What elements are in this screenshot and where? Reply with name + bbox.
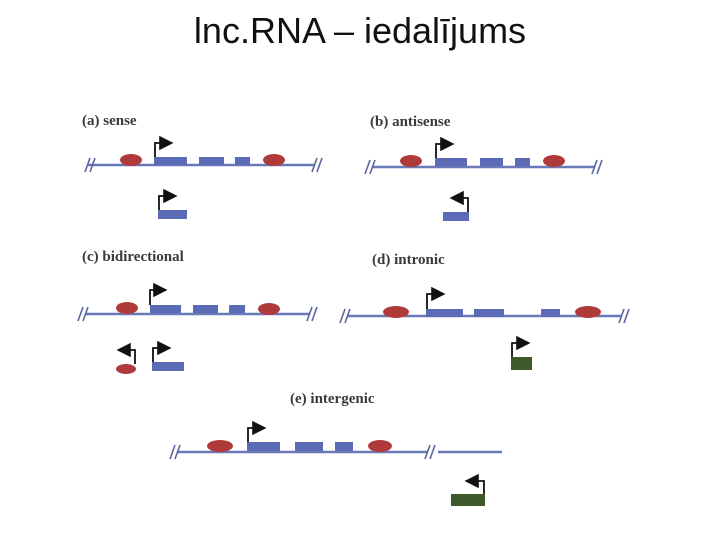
intergenic-lncrna-transcript <box>451 494 485 506</box>
break-mark <box>591 159 598 175</box>
break-mark <box>369 159 376 175</box>
regulatory-element <box>116 302 138 314</box>
tss-arrow-forward <box>426 286 446 309</box>
break-mark <box>82 306 89 322</box>
break-mark <box>84 157 91 173</box>
tss-arrow-forward <box>154 135 174 157</box>
exon <box>426 309 463 317</box>
panel-label-antisense: (b) antisense <box>370 114 451 130</box>
exon <box>474 309 504 317</box>
break-mark <box>424 444 431 460</box>
exon <box>480 158 503 166</box>
break-mark <box>311 157 318 173</box>
lncrna-arrow-forward <box>152 340 172 362</box>
tss-arrow-forward <box>149 282 168 305</box>
intronic-lncrna-transcript <box>511 357 532 370</box>
exon <box>150 305 181 313</box>
panel-label-intronic: (d) intronic <box>372 252 445 268</box>
exon <box>515 158 530 166</box>
panel-intronic: (d) intronic <box>339 252 630 370</box>
panel-bidirectional: (c) bidirectional <box>77 249 318 374</box>
break-mark <box>311 306 318 322</box>
break-mark <box>77 306 84 322</box>
lncrna-transcript <box>152 362 184 371</box>
regulatory-element <box>116 364 136 374</box>
exon <box>435 158 467 166</box>
exon <box>295 442 323 451</box>
lncrna-transcript <box>158 210 187 219</box>
exon <box>235 157 250 165</box>
exon <box>199 157 224 165</box>
break-mark <box>344 308 351 324</box>
exon <box>193 305 218 313</box>
regulatory-element <box>258 303 280 315</box>
break-mark <box>364 159 371 175</box>
lncrna-transcript <box>443 212 469 221</box>
break-mark <box>89 157 96 173</box>
lncrna-arrow-forward <box>511 335 531 357</box>
break-mark <box>623 308 630 324</box>
break-mark <box>618 308 625 324</box>
regulatory-element <box>543 155 565 167</box>
regulatory-element <box>368 440 392 452</box>
regulatory-element <box>400 155 422 167</box>
exon <box>154 157 187 165</box>
exon <box>541 309 560 317</box>
regulatory-element <box>120 154 142 166</box>
lncrna-arrow-reverse <box>449 190 469 212</box>
break-mark <box>339 308 346 324</box>
lncrna-arrow-forward <box>158 188 178 210</box>
panel-intergenic: (e) intergenic <box>169 391 502 506</box>
break-mark <box>169 444 176 460</box>
panel-sense: (a) sense <box>82 113 323 219</box>
tss-arrow-forward <box>435 136 455 158</box>
tss-arrow-forward <box>247 420 267 442</box>
exon <box>229 305 245 313</box>
page-title: lnc.RNA – iedalījums <box>193 10 527 51</box>
panel-label-sense: (a) sense <box>82 113 137 129</box>
break-mark <box>429 444 436 460</box>
panel-label-bidirectional: (c) bidirectional <box>82 249 184 265</box>
exon <box>335 442 353 451</box>
break-mark <box>174 444 181 460</box>
regulatory-element <box>207 440 233 452</box>
break-mark <box>316 157 323 173</box>
panel-label-intergenic: (e) intergenic <box>290 391 375 407</box>
panel-antisense: (b) antisense <box>364 114 603 221</box>
exon <box>247 442 280 451</box>
lncrna-arrow-reverse <box>116 342 136 364</box>
lncrna-arrow-reverse <box>464 473 485 494</box>
break-mark <box>596 159 603 175</box>
break-mark <box>306 306 313 322</box>
regulatory-element <box>383 306 409 318</box>
regulatory-element <box>575 306 601 318</box>
regulatory-element <box>263 154 285 166</box>
